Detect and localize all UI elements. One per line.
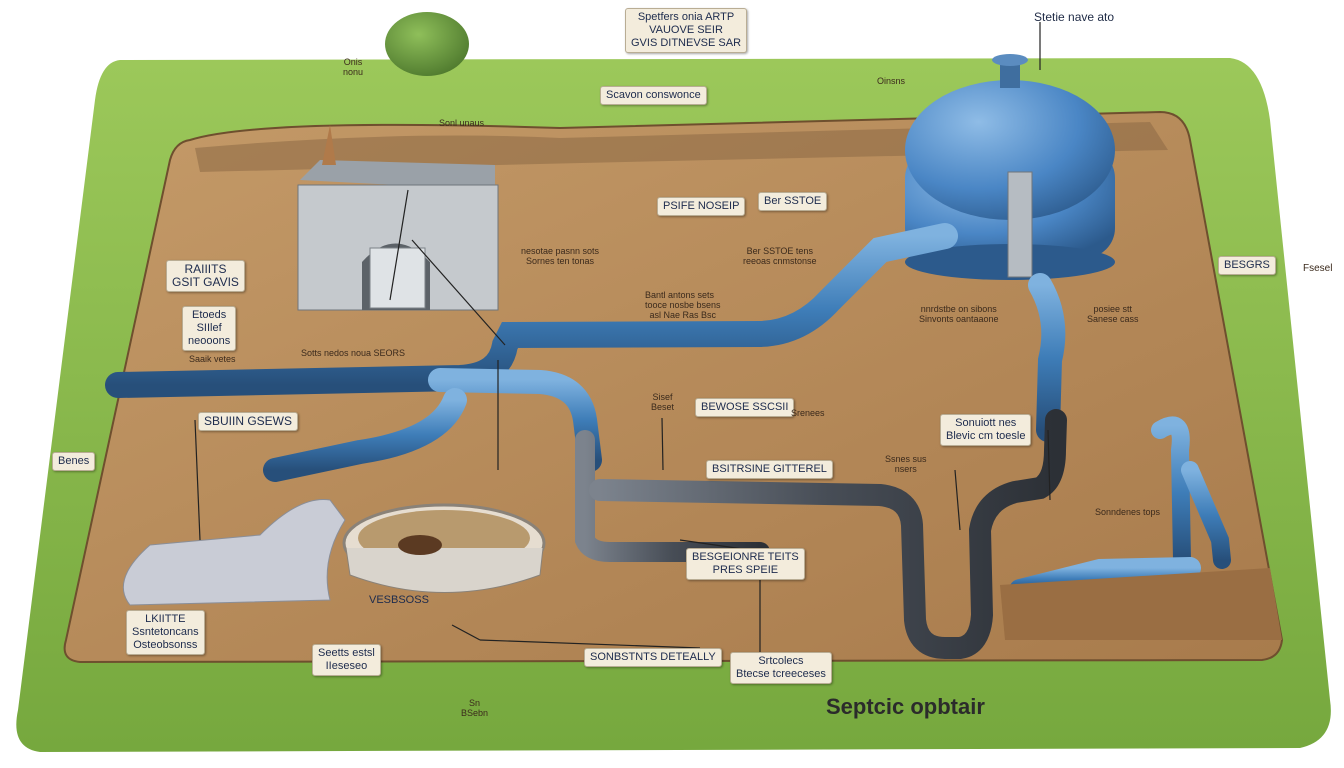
dark-pipe-network [575,409,1067,659]
mid-left-label: Sotts nedos noua SEORS [301,348,406,358]
left-small-label: Etoeds SIIlef neooons [182,306,237,351]
middle-a-label: PSIFE NOSEIP [657,197,746,216]
right-notes-2: posiee stt Sanese cass [1087,304,1139,324]
right-note-low: Sonndenes tops [1095,507,1161,517]
mid-notes-4: tooce nosbe bsens asl Nae Ras Bsc [645,300,721,320]
mid-center-small: Srenees [791,408,825,418]
bottom-center-box: SONBSTNTS DETEALLY [584,648,722,667]
mid-notes-3: Bantl antons sets [645,290,715,300]
mid-notes-2: Ber SSTOE tens reeoas cnmstonse [743,246,817,266]
mid-center-box: BEWOSE SSCSII [695,398,795,417]
left-bottom-label: Saaik vetes [189,354,236,364]
left-header-label: RAIIITS GSIT GAVIS [166,260,245,292]
bottom-tiny-label: Sn BSebn [461,698,489,718]
top-info-box: Spetfers onia ARTP VAUOVE SEIR GVIS DITN… [625,8,748,53]
right-edge-label: Fsesel [1303,263,1333,274]
top-left-tag: Onis nonu [343,57,364,77]
pipe-tag: SBUIIN GSEWS [198,412,299,431]
outflow-trench [122,498,346,606]
bottom-right-box: Srtcolecs Btecse tcreeceses [730,652,832,684]
left-edge-label: Benes [52,452,96,471]
right-mid-box: Sonuiott nes Blevic cm toesle [940,414,1032,446]
right-tag: BESGRS [1218,256,1276,275]
settling-tank [342,503,546,593]
under-center-label: Sonl unaus [439,118,485,128]
leader-lines [194,22,1051,655]
septic-tank-dome [905,54,1115,280]
right-note-mid: Ssnes sus nsers [885,454,927,474]
diagram-title: Septcic opbtair [826,694,985,719]
bottom-left-box: LKIITTE Ssntetoncans Osteobsonss [126,610,205,655]
bottom-mid-box: Seetts estsl IIeseseo [312,644,381,676]
right-notes: nnrdstbe on sibons Sinvonts oantaaone [919,304,999,324]
gravel-bed [1000,568,1282,640]
tank-top-tag: Oinsns [877,76,906,86]
filter-box: BSITRSINE GITTEREL [706,460,833,479]
bottom-box-1: BESGEIONRE TEITS PRES SPEIE [686,548,805,580]
middle-b-label: Ber SSTOE [758,192,828,211]
top-right-title: Stetie nave ato [1034,10,1115,24]
tank-label: VESBSOSS [369,594,429,606]
center-top-label: Scavon conswonce [600,86,707,105]
tree-icon [385,12,469,76]
mid-notes-1: nesotae pasnn sots Sornes ten tonas [521,246,600,266]
small-center-label: Sisef Beset [651,392,675,412]
